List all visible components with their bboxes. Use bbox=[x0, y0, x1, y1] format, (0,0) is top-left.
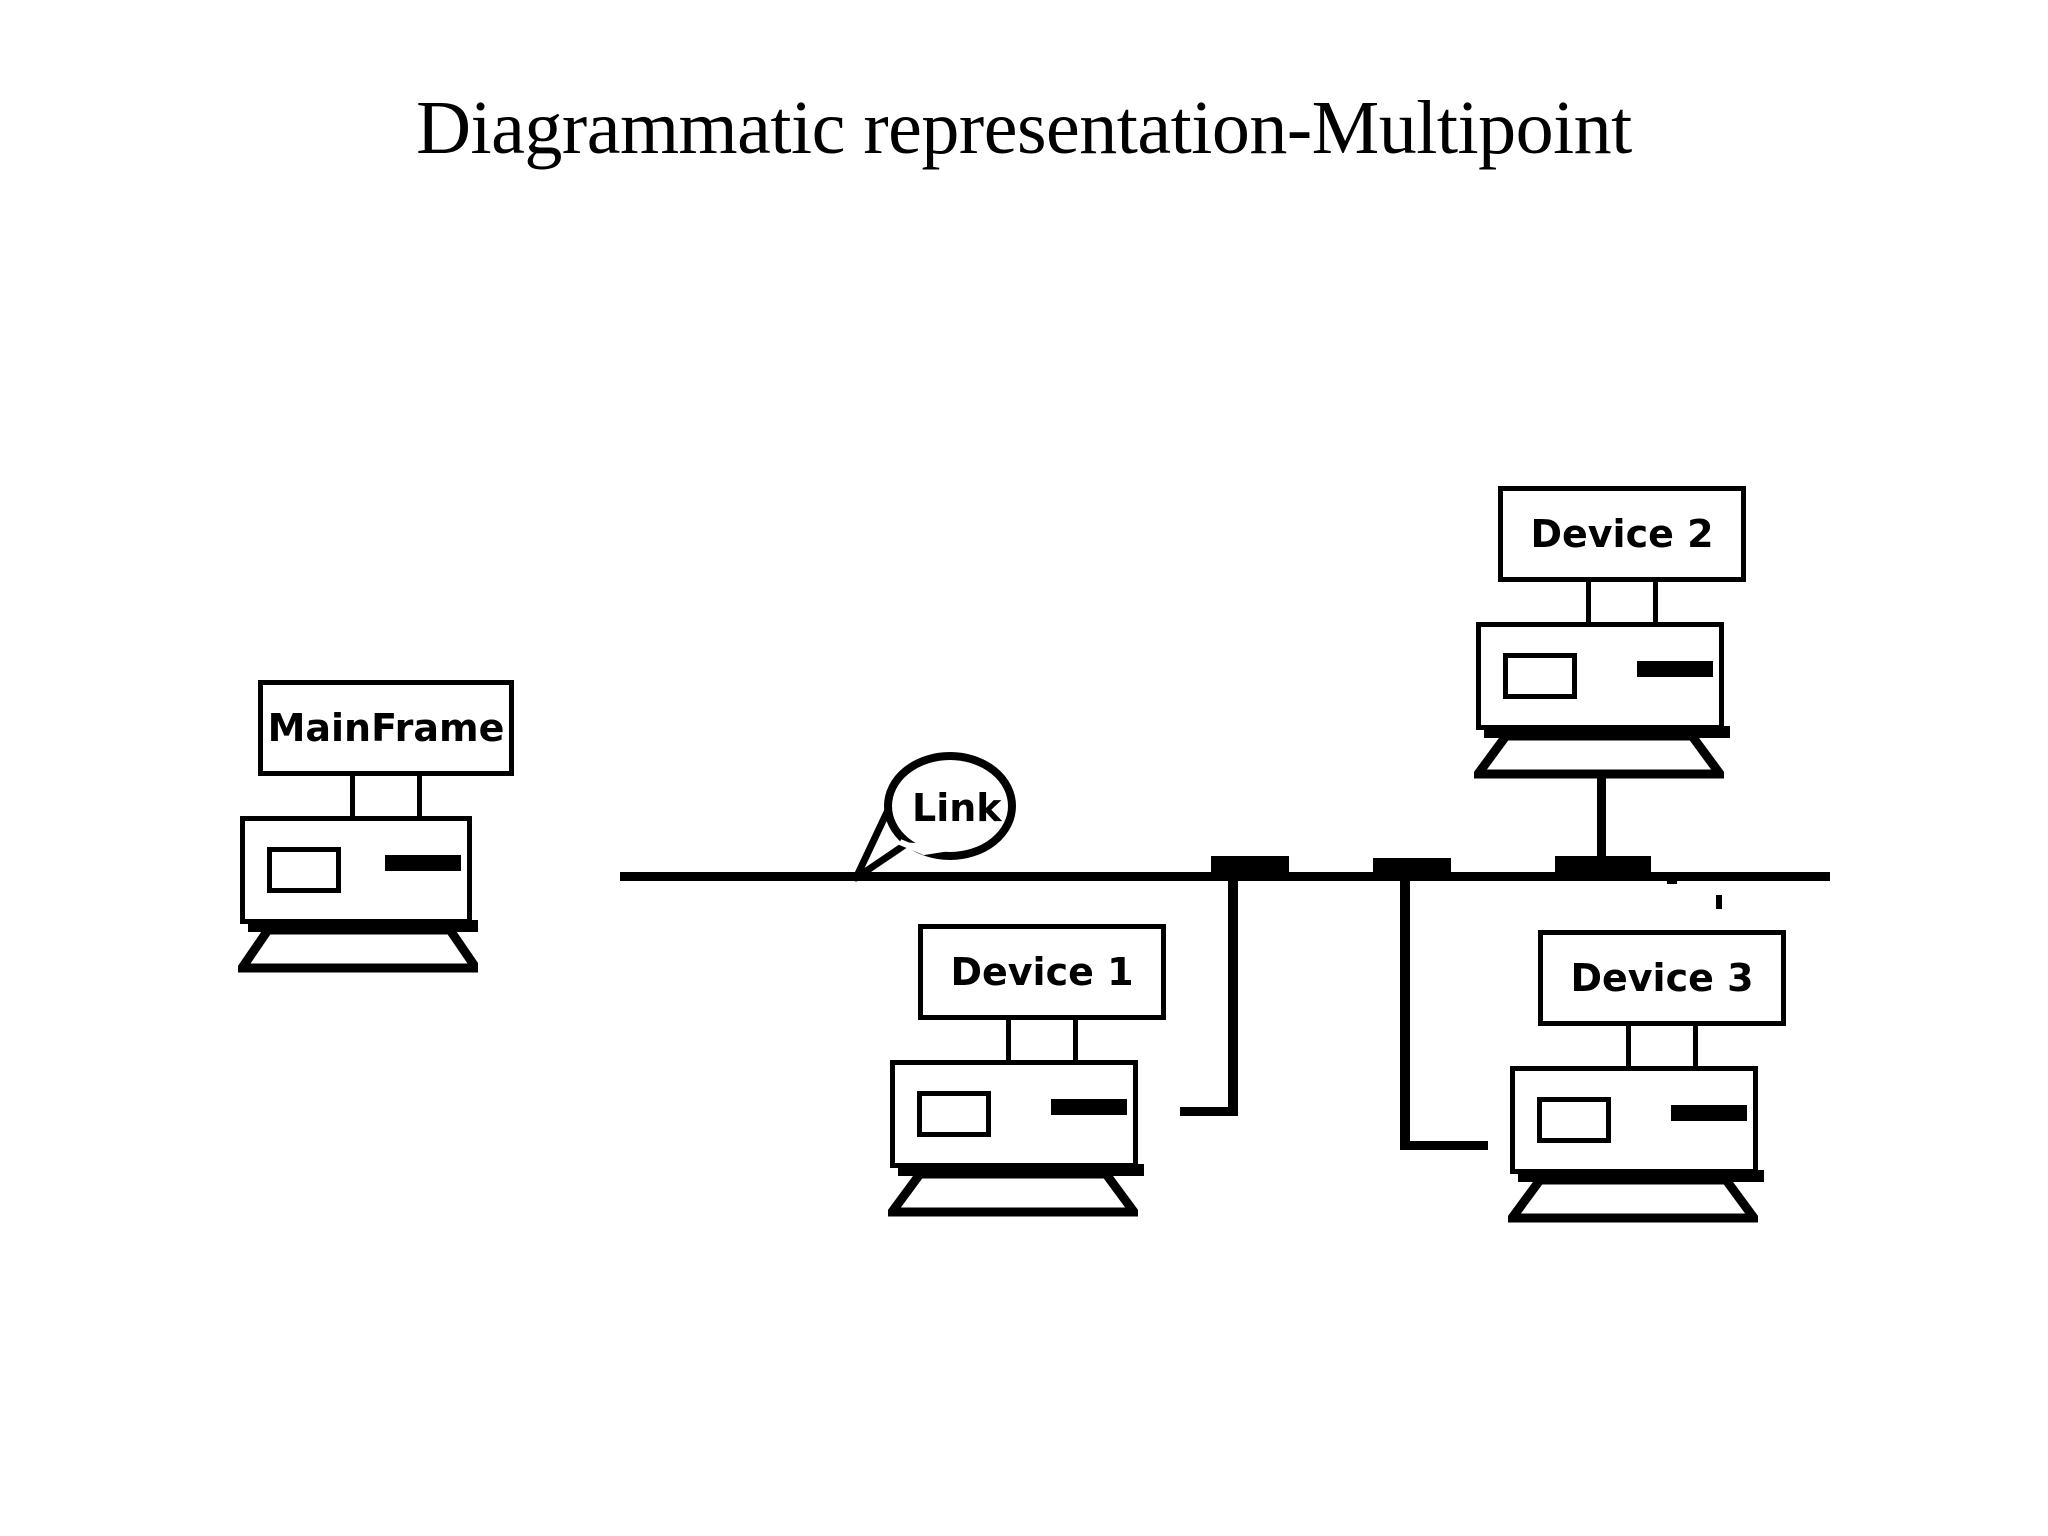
drop-line-device-3-horizontal bbox=[1400, 1141, 1488, 1150]
bus-tap-device-3 bbox=[1373, 858, 1451, 874]
mainframe-cpu bbox=[240, 816, 472, 924]
bus-tap-device-1 bbox=[1211, 856, 1289, 874]
device-1-label: Device 1 bbox=[950, 950, 1134, 994]
device-2-label: Device 2 bbox=[1530, 512, 1714, 556]
mainframe-indicator-bar bbox=[385, 855, 461, 871]
device-1-neck bbox=[1006, 1020, 1078, 1062]
mainframe-label: MainFrame bbox=[267, 706, 505, 750]
device-2-base-stand bbox=[1474, 734, 1724, 780]
device-2-drive-slot bbox=[1503, 653, 1577, 699]
device-2-indicator-bar bbox=[1637, 661, 1713, 677]
link-callout-label: Link bbox=[912, 786, 1002, 830]
device-1-drive-slot bbox=[917, 1091, 991, 1137]
mainframe-drive-slot bbox=[267, 847, 341, 893]
device-1-base-stand bbox=[888, 1172, 1138, 1218]
drop-line-device-3-vertical bbox=[1400, 872, 1410, 1150]
device-2-neck bbox=[1586, 582, 1658, 624]
device-3-drive-slot bbox=[1537, 1097, 1611, 1143]
drop-line-device-2-vertical bbox=[1597, 770, 1606, 876]
device-3-monitor: Device 3 bbox=[1538, 930, 1786, 1026]
node-device-3[interactable]: Device 3 bbox=[1508, 930, 1810, 1223]
drop-line-device-1-vertical bbox=[1228, 872, 1238, 1116]
device-3-neck bbox=[1626, 1026, 1698, 1068]
device-1-indicator-bar bbox=[1051, 1099, 1127, 1115]
mainframe-base-stand bbox=[238, 928, 478, 974]
mainframe-monitor: MainFrame bbox=[258, 680, 514, 776]
device-3-label: Device 3 bbox=[1570, 956, 1754, 1000]
node-mainframe[interactable]: MainFrame bbox=[238, 680, 540, 973]
device-3-indicator-bar bbox=[1671, 1105, 1747, 1121]
device-3-cpu bbox=[1510, 1066, 1758, 1174]
bus-line bbox=[620, 872, 1830, 881]
device-2-cpu bbox=[1476, 622, 1724, 730]
bus-tap-speck bbox=[1667, 876, 1677, 884]
device-1-cpu bbox=[890, 1060, 1138, 1168]
page-title: Diagrammatic representation-Multipoint bbox=[416, 86, 1632, 170]
node-device-1[interactable]: Device 1 bbox=[888, 924, 1190, 1217]
node-device-2[interactable]: Device 2 bbox=[1474, 486, 1780, 779]
device-2-monitor: Device 2 bbox=[1498, 486, 1746, 582]
bus-end-tick bbox=[1716, 895, 1722, 909]
device-3-base-stand bbox=[1508, 1178, 1758, 1224]
link-callout: Link bbox=[850, 748, 1050, 884]
mainframe-neck bbox=[350, 776, 422, 818]
device-1-monitor: Device 1 bbox=[918, 924, 1166, 1020]
drop-line-device-1-horizontal bbox=[1180, 1107, 1238, 1116]
